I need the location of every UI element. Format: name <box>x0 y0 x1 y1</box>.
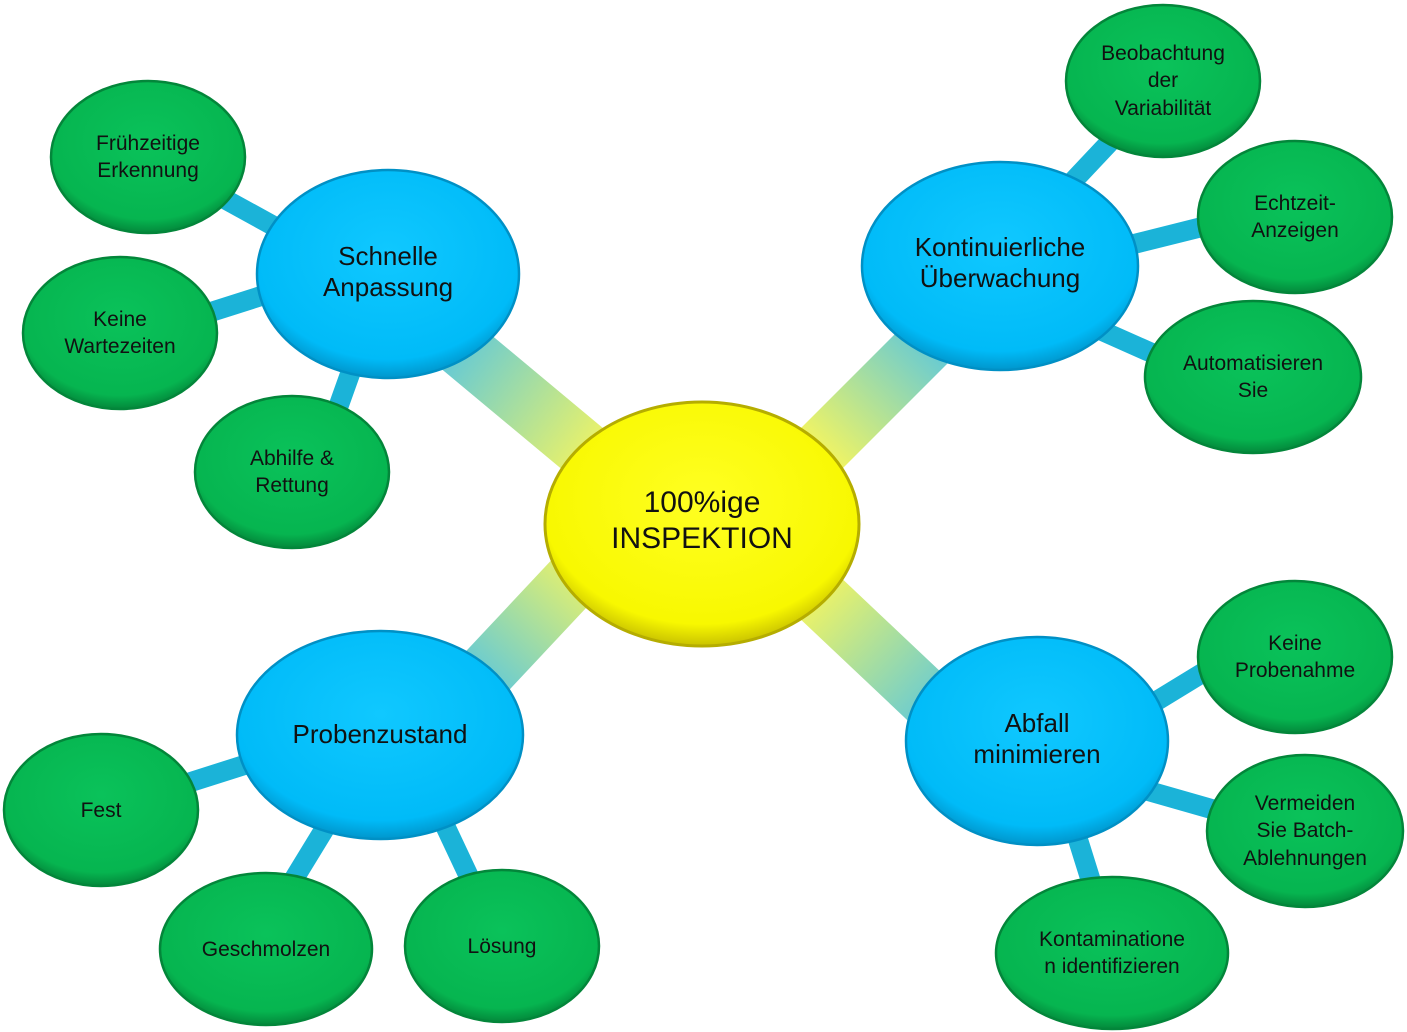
leaf-node-keine-wartezeiten <box>21 255 219 411</box>
leaf-node-kontaminationen-identifizieren <box>994 875 1230 1031</box>
leaf-node-automatisieren-sie <box>1143 299 1363 455</box>
leaf-node-fruehzeitige-erkennung <box>49 79 247 235</box>
branch-node-schnelle-anpassung <box>255 168 521 380</box>
branch-node-kontinuierliche-ueberwachung <box>860 160 1140 372</box>
branch-node-probenzustand <box>235 629 525 841</box>
leaf-node-geschmolzen <box>158 871 374 1027</box>
leaf-node-loesung <box>403 868 601 1024</box>
leaf-node-keine-probenahme <box>1196 579 1394 735</box>
branch-node-abfall-minimieren <box>904 635 1170 847</box>
center-node <box>543 400 861 648</box>
leaf-node-beobachtung-variabilitaet <box>1064 3 1262 159</box>
leaf-node-abhilfe-rettung <box>193 394 391 550</box>
leaf-node-echtzeit-anzeigen <box>1196 139 1394 295</box>
leaf-node-vermeiden-batch-ablehnungen <box>1205 753 1405 909</box>
leaf-node-fest <box>2 732 200 888</box>
